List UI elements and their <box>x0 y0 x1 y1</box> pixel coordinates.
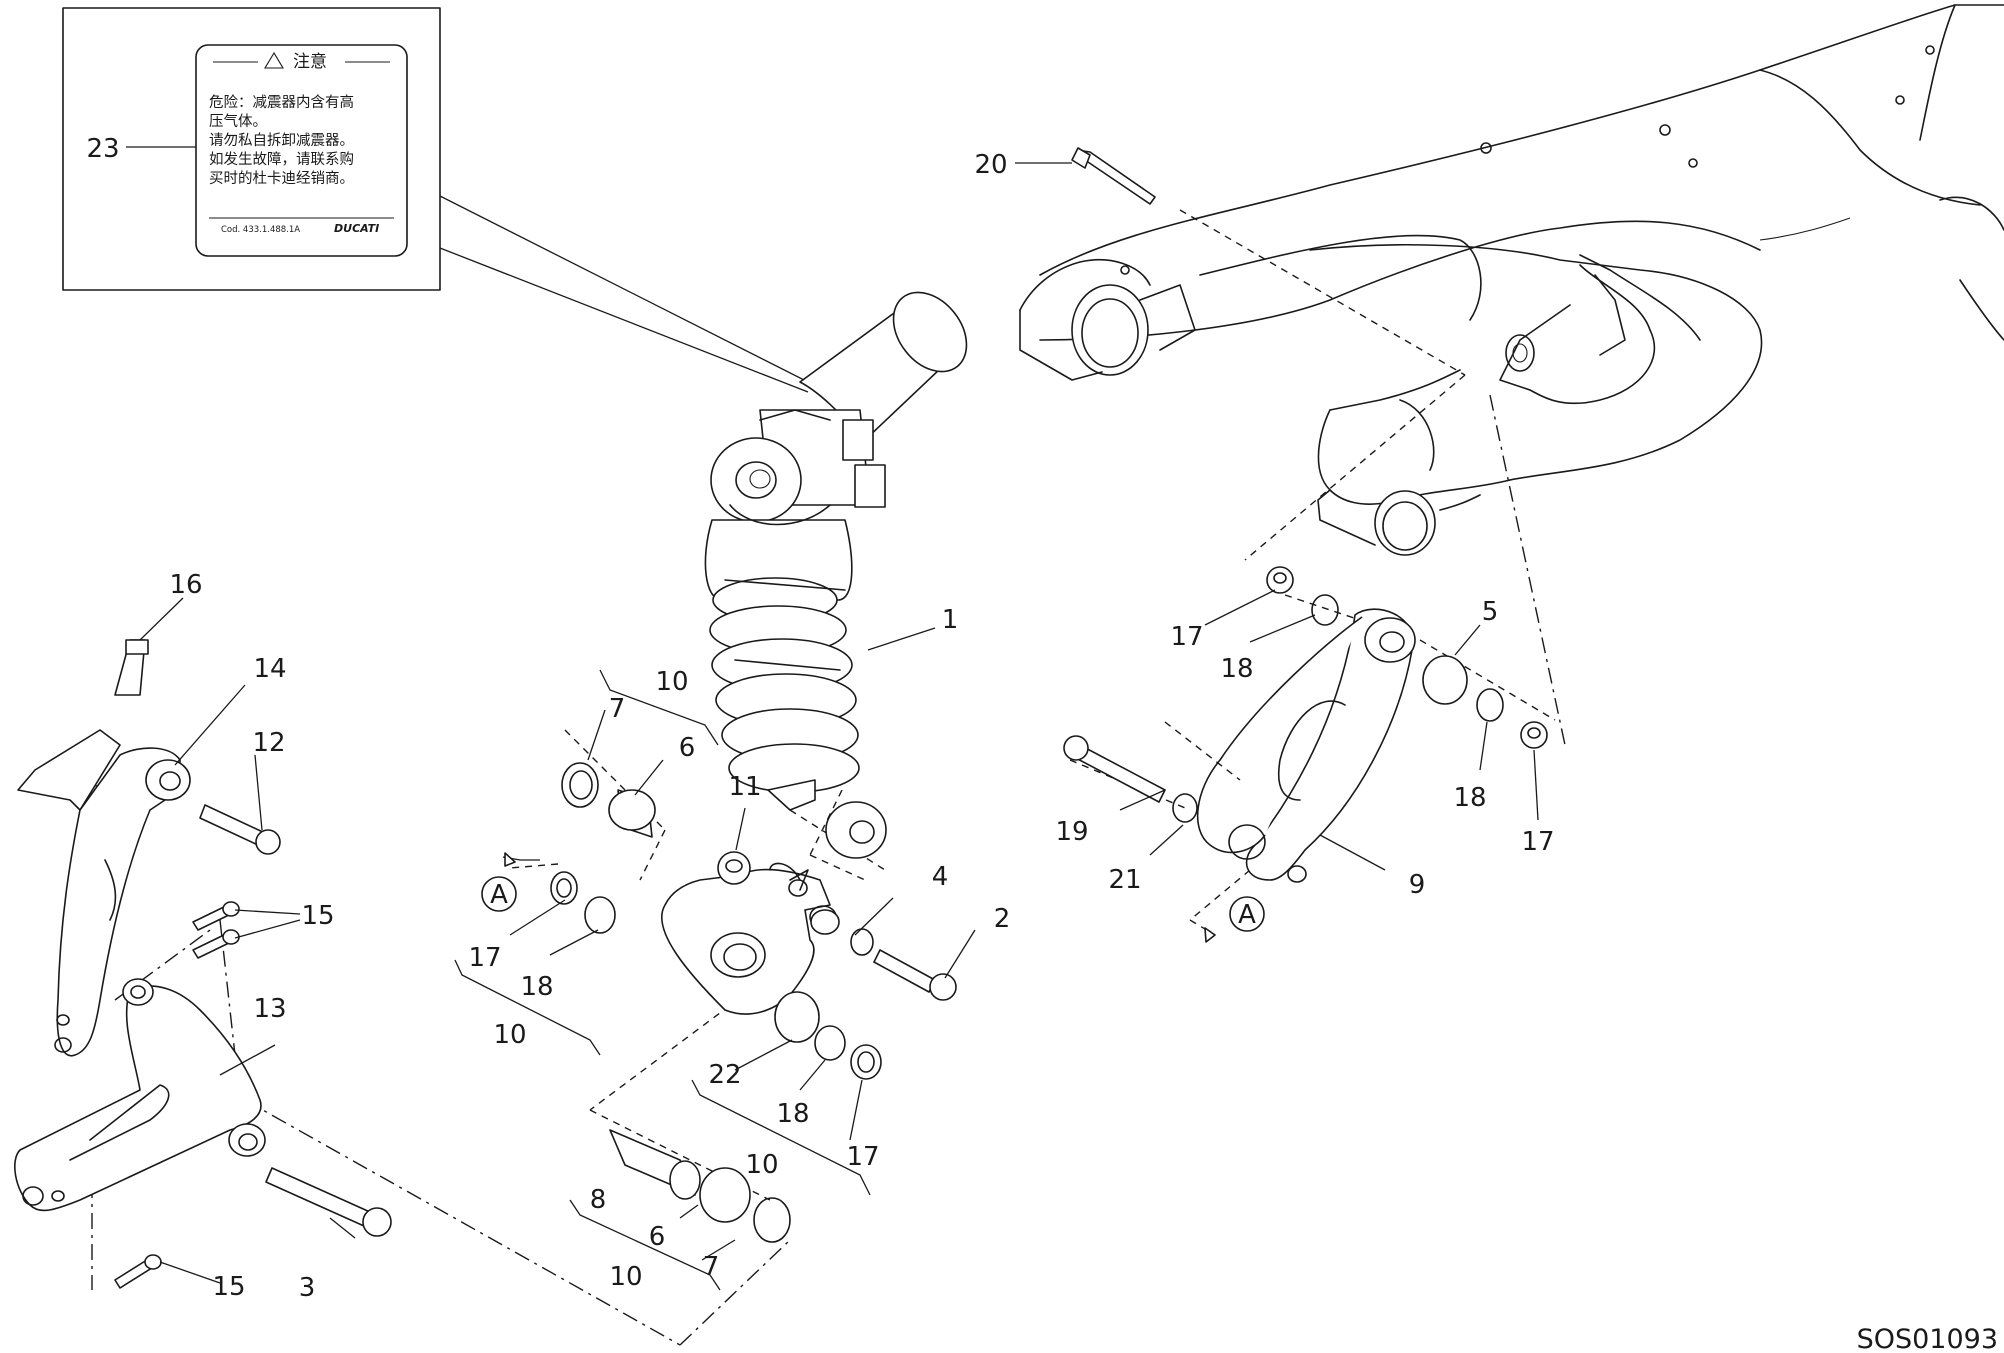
left-bracket-13 <box>14 978 266 1212</box>
left-bracket-14 <box>17 729 191 1057</box>
callout-2: 2 <box>994 904 1011 934</box>
callout-10-right: 10 <box>745 1150 778 1180</box>
callout-1: 1 <box>942 605 959 635</box>
callout-22: 22 <box>708 1060 741 1090</box>
warning-label-inset: 注意 危险：减震器内含有高 压气体。 请勿私自拆卸减震器。 如发生故障，请联系购… <box>62 7 809 393</box>
callout-13: 13 <box>253 994 286 1024</box>
reference-circle-a-left <box>481 876 517 912</box>
bolt-16 <box>114 639 149 696</box>
group-brackets <box>454 669 871 1291</box>
drawing-code: SOS01093 <box>1857 1324 1998 1353</box>
warning-line-2: 压气体。 <box>209 113 267 130</box>
reference-label-a-left: A <box>490 880 508 910</box>
callout-23: 23 <box>86 134 119 164</box>
callout-8: 8 <box>590 1185 607 1215</box>
callout-18-lower: 18 <box>776 1099 809 1129</box>
warning-line-4: 如发生故障，请联系购 <box>209 150 354 168</box>
bolt-2 <box>873 949 957 1001</box>
warning-line-5: 买时的杜卡迪经销商。 <box>209 170 354 187</box>
callout-14: 14 <box>253 654 286 684</box>
callout-17-right: 17 <box>1521 827 1554 857</box>
callout-7-upper: 7 <box>609 694 626 724</box>
callout-3: 3 <box>299 1273 316 1303</box>
rear-shock-absorber <box>704 291 968 859</box>
bolt-12 <box>199 804 281 855</box>
callout-10-upper: 10 <box>655 667 688 697</box>
reference-label-a-right: A <box>1238 900 1256 930</box>
callout-10-left: 10 <box>493 1020 526 1050</box>
callout-18-upper-right: 18 <box>1220 654 1253 684</box>
reference-circle-a-right <box>1229 896 1265 932</box>
callout-17-lower: 17 <box>846 1142 879 1172</box>
callout-18-right: 18 <box>1453 783 1486 813</box>
nut-11 <box>717 851 751 885</box>
warning-triangle-icon <box>264 51 284 69</box>
callout-7-lower: 7 <box>703 1252 720 1282</box>
bolt-3 <box>265 1167 392 1237</box>
bolt-19 <box>1063 735 1166 803</box>
warning-code: Cod. 433.1.488.1A <box>221 225 300 235</box>
warning-title: 注意 <box>293 52 327 72</box>
warning-line-3: 请勿私自拆卸减震器。 <box>209 132 354 149</box>
ducati-logo: DUCATI <box>334 222 379 235</box>
callout-11: 11 <box>728 772 761 802</box>
warning-line-1: 危险：减震器内含有高 <box>209 94 354 111</box>
callout-6-lower: 6 <box>649 1222 666 1252</box>
callout-5: 5 <box>1482 597 1499 627</box>
callout-12: 12 <box>252 728 285 758</box>
callout-6-upper: 6 <box>679 733 696 763</box>
callout-18-left: 18 <box>520 972 553 1002</box>
callout-15-lower: 15 <box>212 1272 245 1302</box>
callout-4: 4 <box>932 862 949 892</box>
lower-link <box>661 862 837 1015</box>
bushings-and-seals <box>550 566 1548 1243</box>
assembly-lines <box>69 209 1566 1346</box>
callout-9: 9 <box>1409 870 1426 900</box>
callout-17-upper-right: 17 <box>1170 622 1203 652</box>
swingarm <box>1019 4 2004 556</box>
bolts-15 <box>114 901 240 1289</box>
callout-10-lower: 10 <box>609 1262 642 1292</box>
reference-marks: A A <box>481 876 1265 932</box>
callout-19: 19 <box>1055 817 1088 847</box>
rocker-link <box>1196 608 1416 883</box>
callout-16: 16 <box>169 570 202 600</box>
callout-15-upper: 15 <box>301 901 334 931</box>
callout-21: 21 <box>1108 865 1141 895</box>
callout-17-left: 17 <box>468 943 501 973</box>
bolt-20 <box>1071 147 1156 205</box>
callout-numbers: 23 20 1 2 3 4 5 6 6 7 7 8 9 10 10 10 10 … <box>86 134 1554 1303</box>
leader-lines <box>126 146 1539 1284</box>
callout-20: 20 <box>974 150 1007 180</box>
